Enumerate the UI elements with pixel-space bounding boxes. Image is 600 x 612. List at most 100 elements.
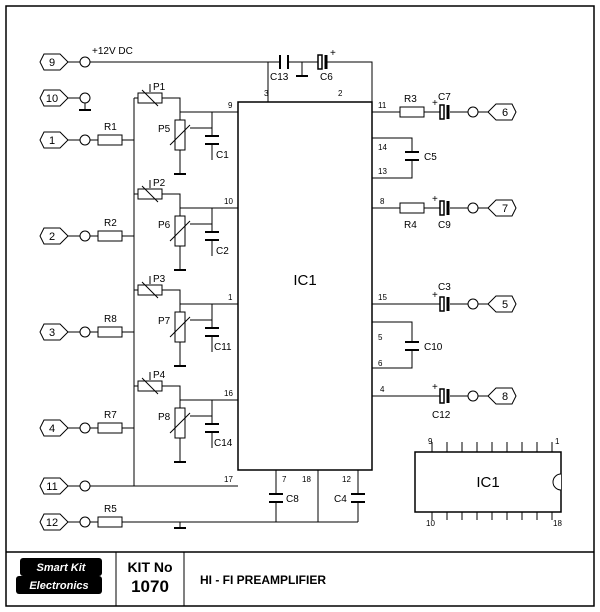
terminal-7: 7 [467, 199, 517, 217]
resistor-r4 [399, 202, 425, 214]
terminal-3: 3 [39, 323, 91, 341]
r2-label: R2 [104, 218, 117, 229]
resistor-r5 [97, 516, 123, 528]
pot-p3 [137, 276, 163, 299]
c6-plus: + [330, 48, 336, 59]
c6-label: C6 [320, 72, 333, 83]
capacitor-c1 [205, 135, 219, 145]
svg-text:12: 12 [46, 517, 58, 529]
pot-p4 [137, 372, 163, 395]
capacitor-c4 [351, 493, 365, 503]
svg-text:10: 10 [46, 93, 58, 105]
p4-label: P4 [153, 370, 166, 381]
c9-label: C9 [438, 220, 451, 231]
svg-text:3: 3 [49, 327, 55, 339]
c10-label: C10 [424, 342, 443, 353]
terminal-11: 11 [39, 477, 91, 495]
capacitor-c10 [405, 341, 419, 351]
pot-p5 [169, 119, 191, 151]
svg-text:9: 9 [49, 57, 55, 69]
c7-plus: + [432, 98, 438, 109]
c14-label: C14 [214, 438, 233, 449]
ic-pin-17: 17 [224, 475, 233, 484]
ic-pin-10: 10 [224, 197, 233, 206]
ic1-body [237, 101, 373, 471]
p3-label: P3 [153, 274, 166, 285]
ic1-label: IC1 [293, 272, 316, 289]
ic-pin-13: 13 [378, 167, 387, 176]
wires [90, 61, 468, 528]
pinout-pin-1: 1 [555, 437, 560, 446]
ic-pin-8: 8 [380, 197, 385, 206]
p6-label: P6 [158, 220, 171, 231]
ic-pin-12: 12 [342, 475, 351, 484]
drawing-frame [5, 5, 595, 607]
capacitor-c12 [439, 388, 450, 404]
ic-pin-3: 3 [264, 89, 269, 98]
c5-label: C5 [424, 152, 437, 163]
c3-label: C3 [438, 282, 451, 293]
kit-number: 1070 [131, 577, 169, 596]
resistor-r2 [97, 230, 123, 242]
pot-p2 [137, 180, 163, 203]
terminal-6: 6 [467, 103, 517, 121]
r3-label: R3 [404, 94, 417, 105]
pinout-pin-18: 18 [553, 519, 562, 528]
pinout-pin-9: 9 [428, 437, 433, 446]
resistor-r7 [97, 422, 123, 434]
svg-text:8: 8 [502, 391, 508, 403]
svg-text:Smart Kit: Smart Kit [37, 562, 87, 574]
terminal-9: 9 [39, 53, 91, 71]
r1-label: R1 [104, 122, 117, 133]
p2-label: P2 [153, 178, 166, 189]
resistor-r8 [97, 326, 123, 338]
ic-pin-9: 9 [228, 101, 233, 110]
c9-plus: + [432, 194, 438, 205]
ic-pin-16: 16 [224, 389, 233, 398]
c13-label: C13 [270, 72, 289, 83]
terminal-10: 10 [39, 89, 91, 111]
capacitor-c2 [205, 231, 219, 241]
c11-label: C11 [214, 342, 232, 353]
ic-pin-4: 4 [380, 385, 385, 394]
r8-label: R8 [104, 314, 117, 325]
svg-text:7: 7 [502, 203, 508, 215]
c8-label: C8 [286, 494, 299, 505]
ic-pin-5: 5 [378, 333, 383, 342]
ic-pin-18: 18 [302, 475, 311, 484]
capacitor-c5 [405, 151, 419, 161]
capacitor-c8 [269, 493, 283, 503]
capacitor-c14 [205, 423, 219, 433]
capacitor-c13 [279, 55, 289, 69]
c7-label: C7 [438, 92, 451, 103]
ic-pin-2: 2 [338, 89, 343, 98]
resistor-r3 [399, 106, 425, 118]
capacitor-c11 [205, 327, 219, 337]
terminal-12: 12 [39, 513, 91, 531]
p1-label: P1 [153, 82, 166, 93]
pinout-ic-label: IC1 [476, 474, 499, 491]
terminal-8: 8 [467, 387, 517, 405]
c12-plus: + [432, 382, 438, 393]
title-block [6, 551, 594, 606]
drawing-title: HI - FI PREAMPLIFIER [200, 573, 326, 587]
ic-pin-15: 15 [378, 293, 387, 302]
p5-label: P5 [158, 124, 171, 135]
svg-text:11: 11 [46, 481, 57, 493]
ic-pin-6: 6 [378, 359, 383, 368]
pot-p6 [169, 215, 191, 247]
svg-text:5: 5 [502, 299, 508, 311]
pot-p1 [137, 84, 163, 107]
p7-label: P7 [158, 316, 171, 327]
ic-pin-1: 1 [228, 293, 233, 302]
pinout-pin-10: 10 [426, 519, 435, 528]
svg-text:4: 4 [49, 423, 55, 435]
ic-pin-11: 11 [378, 101, 387, 110]
kit-label: KIT No [127, 559, 172, 575]
resistor-r1 [97, 134, 123, 146]
svg-text:1: 1 [49, 135, 55, 147]
svg-text:2: 2 [49, 231, 55, 243]
c2-label: C2 [216, 246, 229, 257]
capacitor-c7 [439, 104, 450, 120]
